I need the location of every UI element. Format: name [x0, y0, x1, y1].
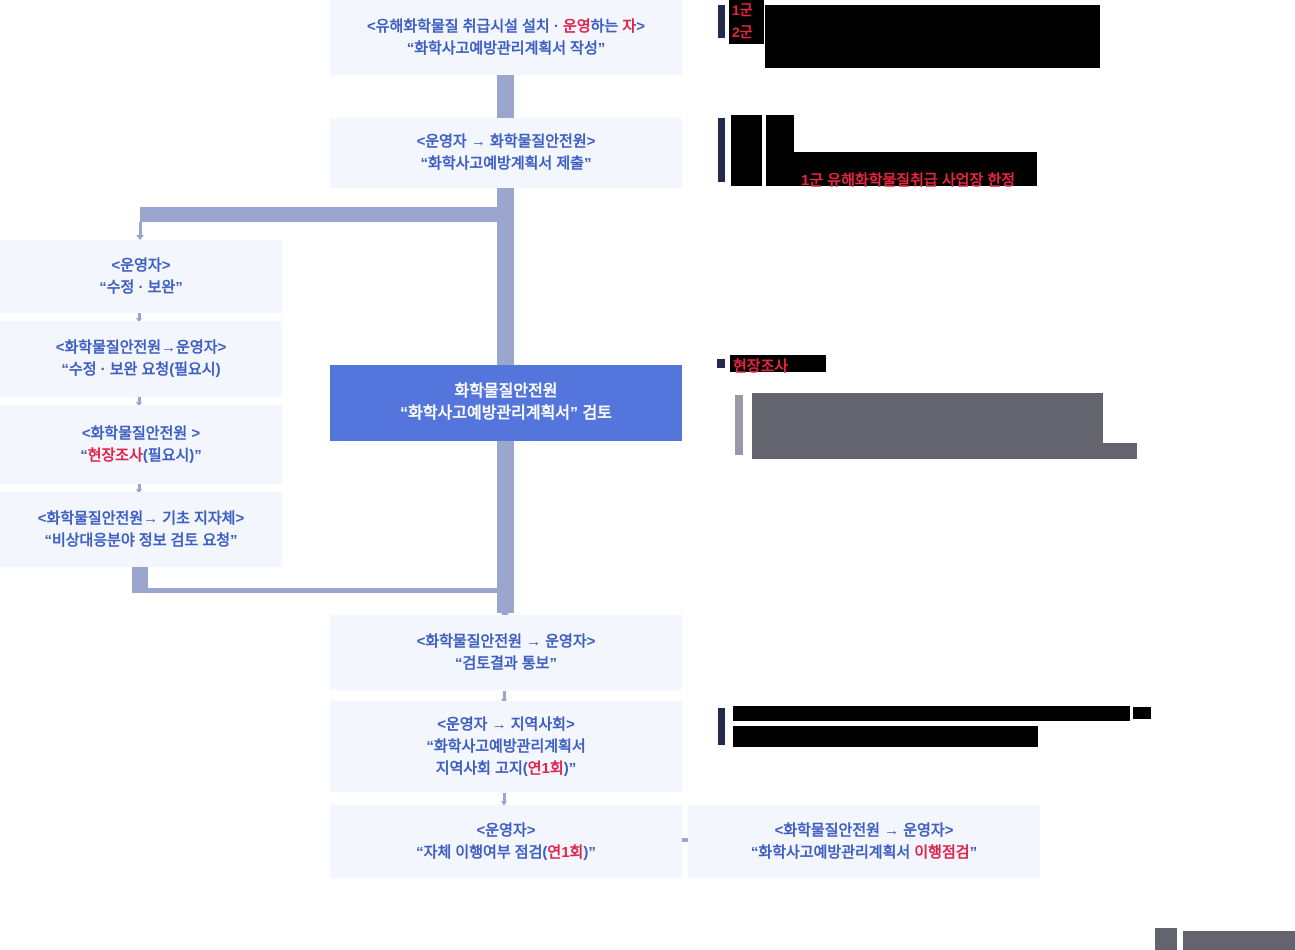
notice-line1: <운영자 → 지역사회>: [437, 715, 575, 733]
flow-connector-lower: [497, 441, 514, 613]
create-plan-box: <유해화학물질 취급시설 설치 · 운영하는 자> “화학사고예방관리계획서 작…: [330, 0, 682, 75]
flow-connector-top: [497, 75, 514, 118]
annotation-bar: [718, 5, 725, 38]
local-gov-line2: “비상대응분야 정보 검토 요청”: [44, 531, 238, 549]
submit-plan-box: <운영자 → 화학물질안전원> “화학사고예방계획서 제출”: [330, 118, 682, 188]
redacted-text-block: [1133, 707, 1151, 719]
flow-connector-left-drop: [139, 222, 142, 235]
site-survey-box: <화학물질안전원 > “현장조사(필요시)”: [0, 405, 282, 484]
redacted-text-block: [752, 393, 1103, 443]
bullet-square-icon: [717, 359, 725, 368]
corner-square: [1155, 928, 1177, 950]
flow-connector-branch-top: [140, 207, 513, 222]
tier-2-label: 2군: [732, 24, 753, 40]
inspection-line2: “화학사고예방관리계획서 이행점검”: [750, 843, 978, 861]
self-check-line1: <운영자>: [476, 821, 536, 839]
flow-connector-left-stub: [132, 567, 148, 591]
inspection-line1: <화학물질안전원 → 운영자>: [774, 821, 954, 839]
flow-connector-mid: [497, 188, 514, 365]
redacted-text-block: [733, 726, 1038, 747]
review-line1: 화학물질안전원: [454, 383, 558, 400]
tier-1-label: 1군: [732, 2, 753, 18]
revise-request-line2: “수정 · 보완 요청(필요시): [61, 361, 221, 378]
revise-line1: <운영자>: [111, 256, 171, 274]
self-check-line2: “자체 이행여부 점검(연1회)”: [416, 843, 596, 861]
mini-arrow: [501, 691, 507, 704]
mini-arrow: [136, 397, 142, 407]
site-survey-title: 현장조사: [733, 358, 789, 375]
redacted-text-block: [730, 355, 826, 372]
community-notice-box: <운영자 → 지역사회> “화학사고예방관리계획서 지역사회 고지(연1회)”: [330, 701, 682, 792]
site-survey-line2: “현장조사(필요시)”: [80, 446, 202, 464]
revise-box: <운영자> “수정 · 보완”: [0, 240, 282, 313]
result-line1: <화학물질안전원 → 운영자>: [416, 632, 596, 650]
mini-arrow: [501, 793, 507, 806]
annotation-bar: [718, 118, 725, 182]
tier-labels: 1군 2군: [729, 0, 764, 44]
local-gov-request-box: <화학물질안전원→ 기초 지자체> “비상대응분야 정보 검토 요청”: [0, 492, 282, 567]
redacted-text-block: [766, 115, 794, 153]
redacted-text-block: [766, 152, 1037, 186]
notice-line2: “화학사고예방관리계획서: [426, 737, 586, 755]
corner-rect: [1183, 931, 1295, 950]
flow-connector-branch-bottom: [132, 588, 497, 593]
submit-note-text: 1군 유해화학물질취급 사업장 한정: [801, 172, 1016, 189]
review-line2: “화학사고예방관리계획서” 검토: [400, 405, 612, 422]
submit-plan-line2: “화학사고예방계획서 제출”: [420, 155, 592, 172]
revise-request-box: <화학물질안전원→운영자> “수정 · 보완 요청(필요시): [0, 321, 282, 397]
review-box: 화학물질안전원 “화학사고예방관리계획서” 검토: [330, 365, 682, 441]
annotation-bar: [718, 708, 725, 745]
submit-plan-line1: <운영자 → 화학물질안전원>: [416, 133, 596, 150]
redacted-text-block: [752, 443, 1137, 459]
annotation-bar: [735, 395, 743, 455]
local-gov-line1: <화학물질안전원→ 기초 지자체>: [37, 509, 245, 527]
notice-line3: 지역사회 고지(연1회)”: [435, 759, 577, 777]
result-notify-box: <화학물질안전원 → 운영자> “검토결과 통보”: [330, 615, 682, 690]
arrowhead: [136, 235, 144, 240]
create-plan-line2: “화학사고예방관리계획서 작성”: [406, 39, 606, 57]
self-check-box: <운영자> “자체 이행여부 점검(연1회)”: [330, 805, 682, 878]
compliance-inspection-box: <화학물질안전원 → 운영자> “화학사고예방관리계획서 이행점검”: [688, 805, 1040, 878]
mini-arrow: [136, 313, 142, 323]
revise-line2: “수정 · 보완”: [99, 278, 183, 296]
result-line2: “검토결과 통보”: [455, 654, 557, 672]
create-plan-line1: <유해화학물질 취급시설 설치 · 운영하는 자>: [367, 17, 645, 35]
revise-request-line1: <화학물질안전원→운영자>: [55, 339, 227, 356]
mini-arrow: [136, 484, 142, 494]
site-survey-line1: <화학물질안전원 >: [81, 424, 201, 442]
redacted-text-block: [731, 115, 762, 186]
redacted-text-block: [733, 706, 1130, 721]
redacted-text-block: [765, 5, 1100, 68]
